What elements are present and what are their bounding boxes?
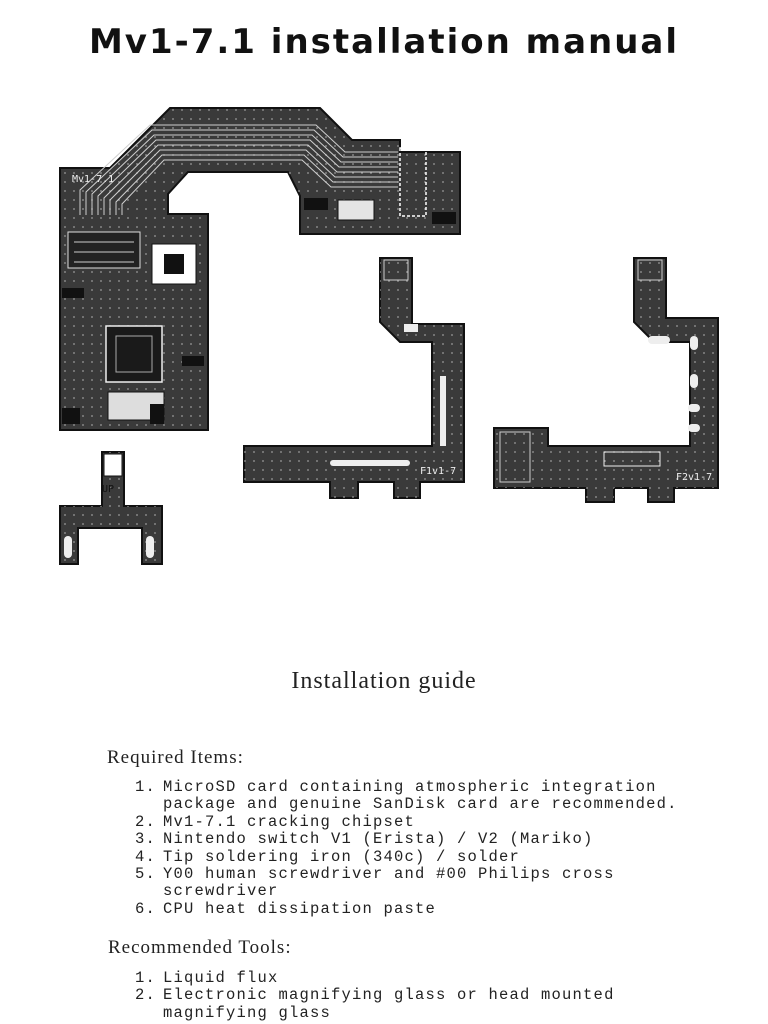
f2-board-label: F2v1-7 <box>676 472 712 483</box>
f1-board-label: F1v1-7 <box>420 466 456 477</box>
up-board: UP <box>59 451 163 565</box>
list-item: 5.Y00 human screwdriver and #00 Philips … <box>135 865 615 901</box>
list-item: 2.Electronic magnifying glass or head mo… <box>135 986 615 1022</box>
required-items-heading: Required Items: <box>107 747 244 768</box>
pcb-diagram: Mv1-7.1 F1v1-7 F2v1-7 UP <box>59 107 719 565</box>
list-item: 4.Tip soldering iron (340c) / solder <box>135 847 521 866</box>
up-board-label: UP <box>102 484 114 495</box>
f1-board: F1v1-7 <box>243 257 465 499</box>
list-item: 2.Mv1-7.1 cracking chipset <box>135 812 416 831</box>
list-item: 6.CPU heat dissipation paste <box>135 899 437 918</box>
recommended-tools-heading: Recommended Tools: <box>108 937 292 958</box>
page-title: Mv1-7.1 installation manual <box>88 22 680 62</box>
recommended-tools-list: 1.Liquid flux 2.Electronic magnifying gl… <box>135 969 683 1022</box>
main-board-label: Mv1-7.1 <box>72 174 114 185</box>
list-item: 1.Liquid flux <box>135 969 279 987</box>
list-item: 3.Nintendo switch V1 (Erista) / V2 (Mari… <box>135 830 594 849</box>
f2-board: F2v1-7 <box>493 257 719 503</box>
main-board: Mv1-7.1 <box>59 107 461 431</box>
installation-guide-heading: Installation guide <box>291 668 477 694</box>
required-items-list: 1.MicroSD card containing atmospheric in… <box>135 778 683 918</box>
list-item: 1.MicroSD card containing atmospheric in… <box>135 778 678 814</box>
